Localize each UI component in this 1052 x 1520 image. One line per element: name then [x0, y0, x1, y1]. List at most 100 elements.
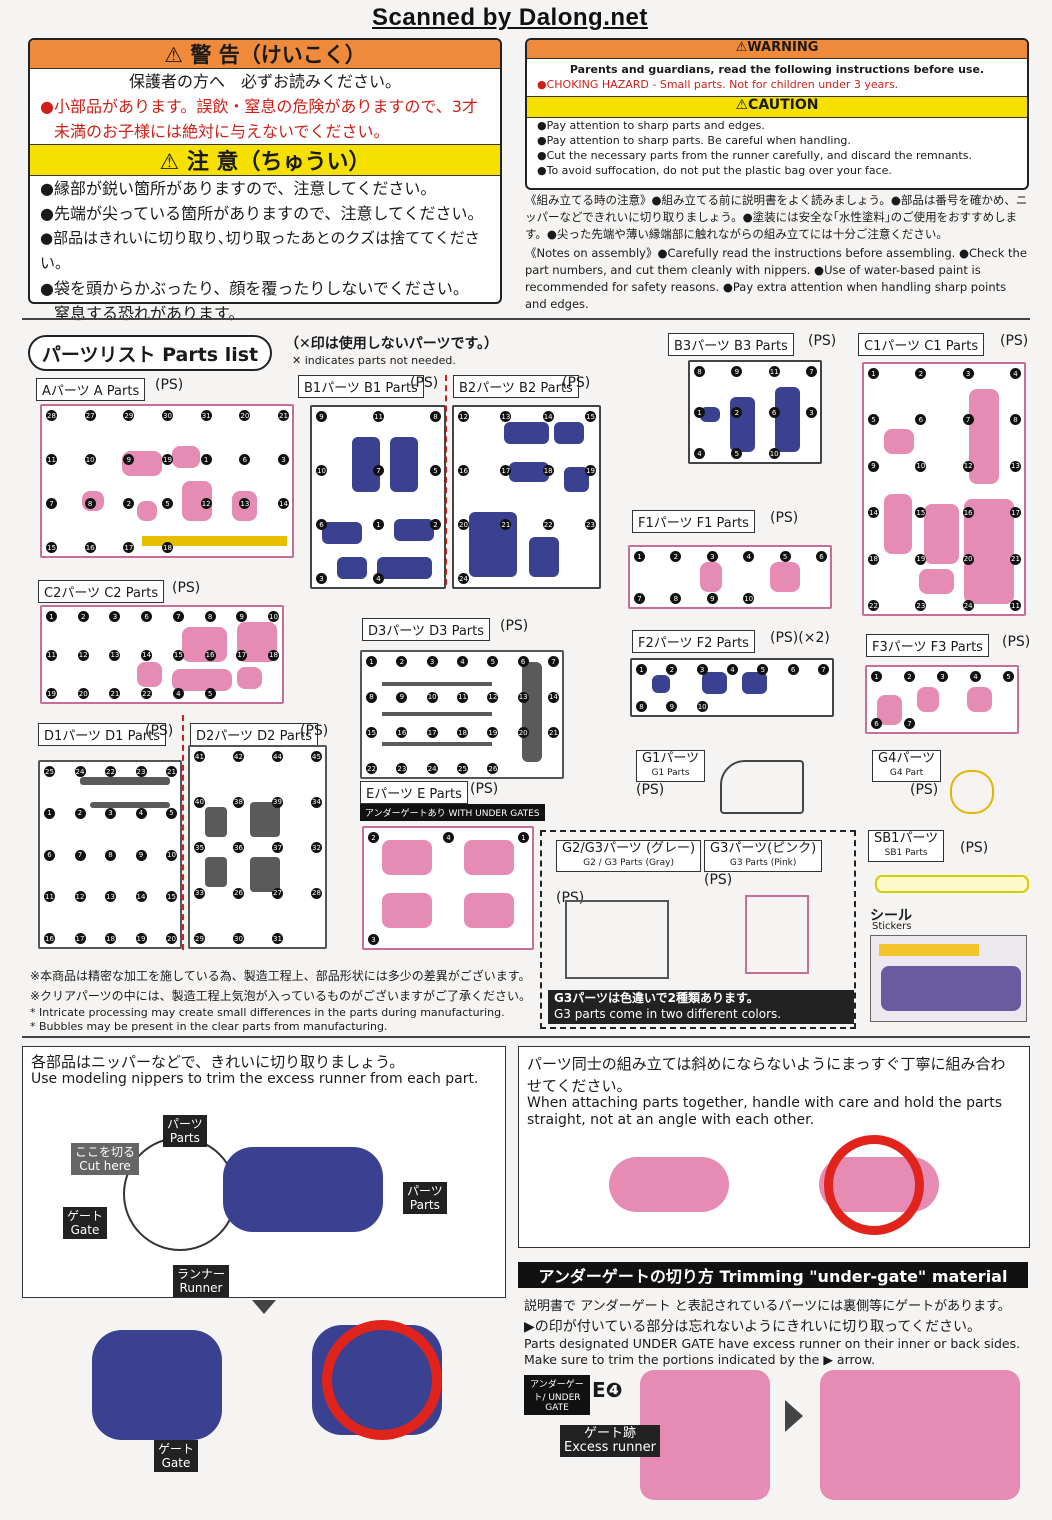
- attach-jp-1: パーツ同士の組み立ては斜めにならないようにまっすぐ丁寧に組み合わ: [527, 1055, 1006, 1073]
- jp-caution-line: ●袋を頭からかぶったり、顔を覆ったりしないでください。: [40, 279, 469, 298]
- c2-runner: [40, 605, 284, 704]
- undergate-title: アンダーゲートの切り方 Trimming "under-gate" materi…: [518, 1262, 1028, 1288]
- part-number-d3: 26: [487, 763, 499, 774]
- part-number-c1: 9: [868, 460, 879, 472]
- cut-here-callout: ここを切る Cut here: [71, 1143, 140, 1175]
- part-number-d1: 11: [44, 891, 55, 903]
- part-number-c2: 10: [268, 611, 279, 622]
- part-number-b3: 5: [731, 448, 743, 459]
- attach-good-image: [609, 1157, 729, 1212]
- part-number-b1: 10: [316, 465, 327, 476]
- attach-instruction: パーツ同士の組み立ては斜めにならないようにまっすぐ丁寧に組み合わ せてください。…: [518, 1046, 1030, 1248]
- g1-label-jp: G1パーツ: [642, 751, 700, 766]
- jp-caution-line: ●先端が尖っている箇所がありますので、注意してください。: [40, 204, 484, 223]
- part-number-f2: 1: [636, 664, 647, 675]
- part-number-f1: 8: [670, 593, 682, 604]
- part-number-b1: 3: [316, 573, 327, 584]
- part-number-f2: 8: [636, 701, 647, 712]
- b1-part: [390, 437, 418, 492]
- g4-runner: [950, 770, 994, 814]
- b3-parts-ps: (PS): [808, 333, 837, 349]
- e-parts-label: Eパーツ E Parts: [360, 781, 468, 804]
- d3-part: [522, 662, 542, 762]
- part-number-f2: 5: [757, 664, 769, 675]
- g1-runner: [720, 760, 804, 814]
- part-number-f3: 2: [904, 671, 915, 682]
- parts-list-note-en: ✕ indicates parts not needed.: [292, 354, 456, 367]
- part-number-d3: 2: [396, 656, 408, 667]
- undergate-jp-1: 説明書で アンダーゲート と表記されているパーツには裏側等にゲートがあります。: [524, 1299, 1011, 1314]
- b1-part: [337, 557, 367, 579]
- part-number-d2: 31: [272, 933, 283, 944]
- part-number-b1: 5: [430, 465, 441, 476]
- part-number-d3: 6: [517, 656, 529, 667]
- c2-part: [172, 669, 232, 691]
- e-undergate-badge: アンダーゲートあり WITH UNDER GATES: [360, 804, 545, 821]
- jp-caution-line: 窒息する恐れがあります。: [54, 304, 245, 323]
- part-number-d2: 44: [272, 751, 283, 762]
- d3-parts-ps: (PS): [500, 618, 529, 634]
- a-yellow-runner: [142, 536, 287, 546]
- sb1-parts-ps: (PS): [960, 840, 989, 856]
- jp-warning-line: 保護者の方へ 必ずお読みください。: [128, 72, 401, 91]
- callout-jp: ランナー: [177, 1267, 226, 1281]
- f1-parts-ps: (PS): [770, 510, 799, 526]
- undergate-badge: アンダーゲート/ UNDER GATE: [524, 1375, 590, 1415]
- part-number-c1: 19: [915, 553, 927, 565]
- jp-warning-line: 未満のお子様には絶対に与えないでください。: [54, 122, 390, 141]
- part-number-f1: 2: [670, 551, 682, 562]
- b2-part: [529, 537, 559, 577]
- f2-part: [742, 672, 767, 694]
- part-number-b1: 4: [373, 573, 384, 584]
- d1-parts-ps: (PS): [145, 723, 174, 739]
- part-number-c1: 8: [1010, 414, 1021, 426]
- d2-part: [205, 807, 227, 837]
- g3-label-jp: G3パーツ(ピンク): [710, 841, 817, 856]
- sticker: [879, 944, 979, 956]
- nipper-jp: 各部品はニッパーなどで、きれいに切り取りましょう。: [31, 1053, 405, 1071]
- prohibited-icon: [824, 1135, 924, 1235]
- d2-part: [250, 802, 280, 837]
- part-number-a: 21: [278, 410, 289, 421]
- g4-parts-label: G4パーツ G4 Part: [872, 750, 942, 782]
- part-number-c1: 2: [915, 368, 927, 379]
- part-number-d1: 5: [166, 807, 177, 819]
- part-number-b2: 14: [542, 411, 554, 422]
- f2-part: [652, 675, 670, 693]
- g4-label-jp: G4パーツ: [878, 751, 936, 766]
- g2g3-label-en: G2 / G3 Parts (Gray): [583, 858, 674, 868]
- g3-runner: [745, 895, 809, 974]
- part-number-d2: 27: [272, 887, 283, 899]
- c1-part: [919, 569, 954, 594]
- part-number-d1: 23: [135, 766, 147, 777]
- f1-part: [770, 562, 800, 592]
- part-number-d3: 5: [487, 656, 499, 667]
- part-number-f1: 7: [634, 593, 645, 604]
- part-number-d3: 15: [366, 727, 377, 739]
- assembly-notes-en: 《Notes on assembly》●Carefully read the i…: [525, 246, 1027, 311]
- f2-parts-ps: (PS)(×2): [770, 630, 830, 646]
- c2-part: [137, 662, 162, 687]
- part-number-d3: 14: [548, 691, 559, 703]
- sticker-sheet: [870, 935, 1027, 1022]
- part-number-a: 18: [162, 542, 173, 553]
- part-number-b1: 9: [316, 411, 327, 422]
- gate-trim-panel: ゲート Gate: [22, 1315, 504, 1505]
- part-number-b2: 16: [458, 465, 469, 476]
- f1-parts-label: F1パーツ F1 Parts: [632, 510, 755, 533]
- gate-callout: ゲート Gate: [63, 1207, 108, 1239]
- g2g3-label-jp: G2/G3パーツ (グレー): [562, 841, 696, 856]
- part-number-f2: 6: [787, 664, 799, 675]
- f1-part: [700, 562, 722, 592]
- part-number-d2: 42: [233, 751, 244, 762]
- part-number-d3: 12: [487, 691, 499, 703]
- part-number-b2: 17: [500, 465, 512, 476]
- part-number-c2: 22: [141, 688, 153, 699]
- f2-part: [702, 672, 727, 694]
- part-number-a: 14: [278, 498, 289, 509]
- e-runner: [362, 826, 534, 950]
- part-number-d3: 19: [487, 727, 499, 739]
- g3-label-en: G3 Parts (Pink): [729, 858, 797, 868]
- callout-jp: パーツ: [167, 1117, 203, 1131]
- undergate-part-image: [640, 1370, 770, 1500]
